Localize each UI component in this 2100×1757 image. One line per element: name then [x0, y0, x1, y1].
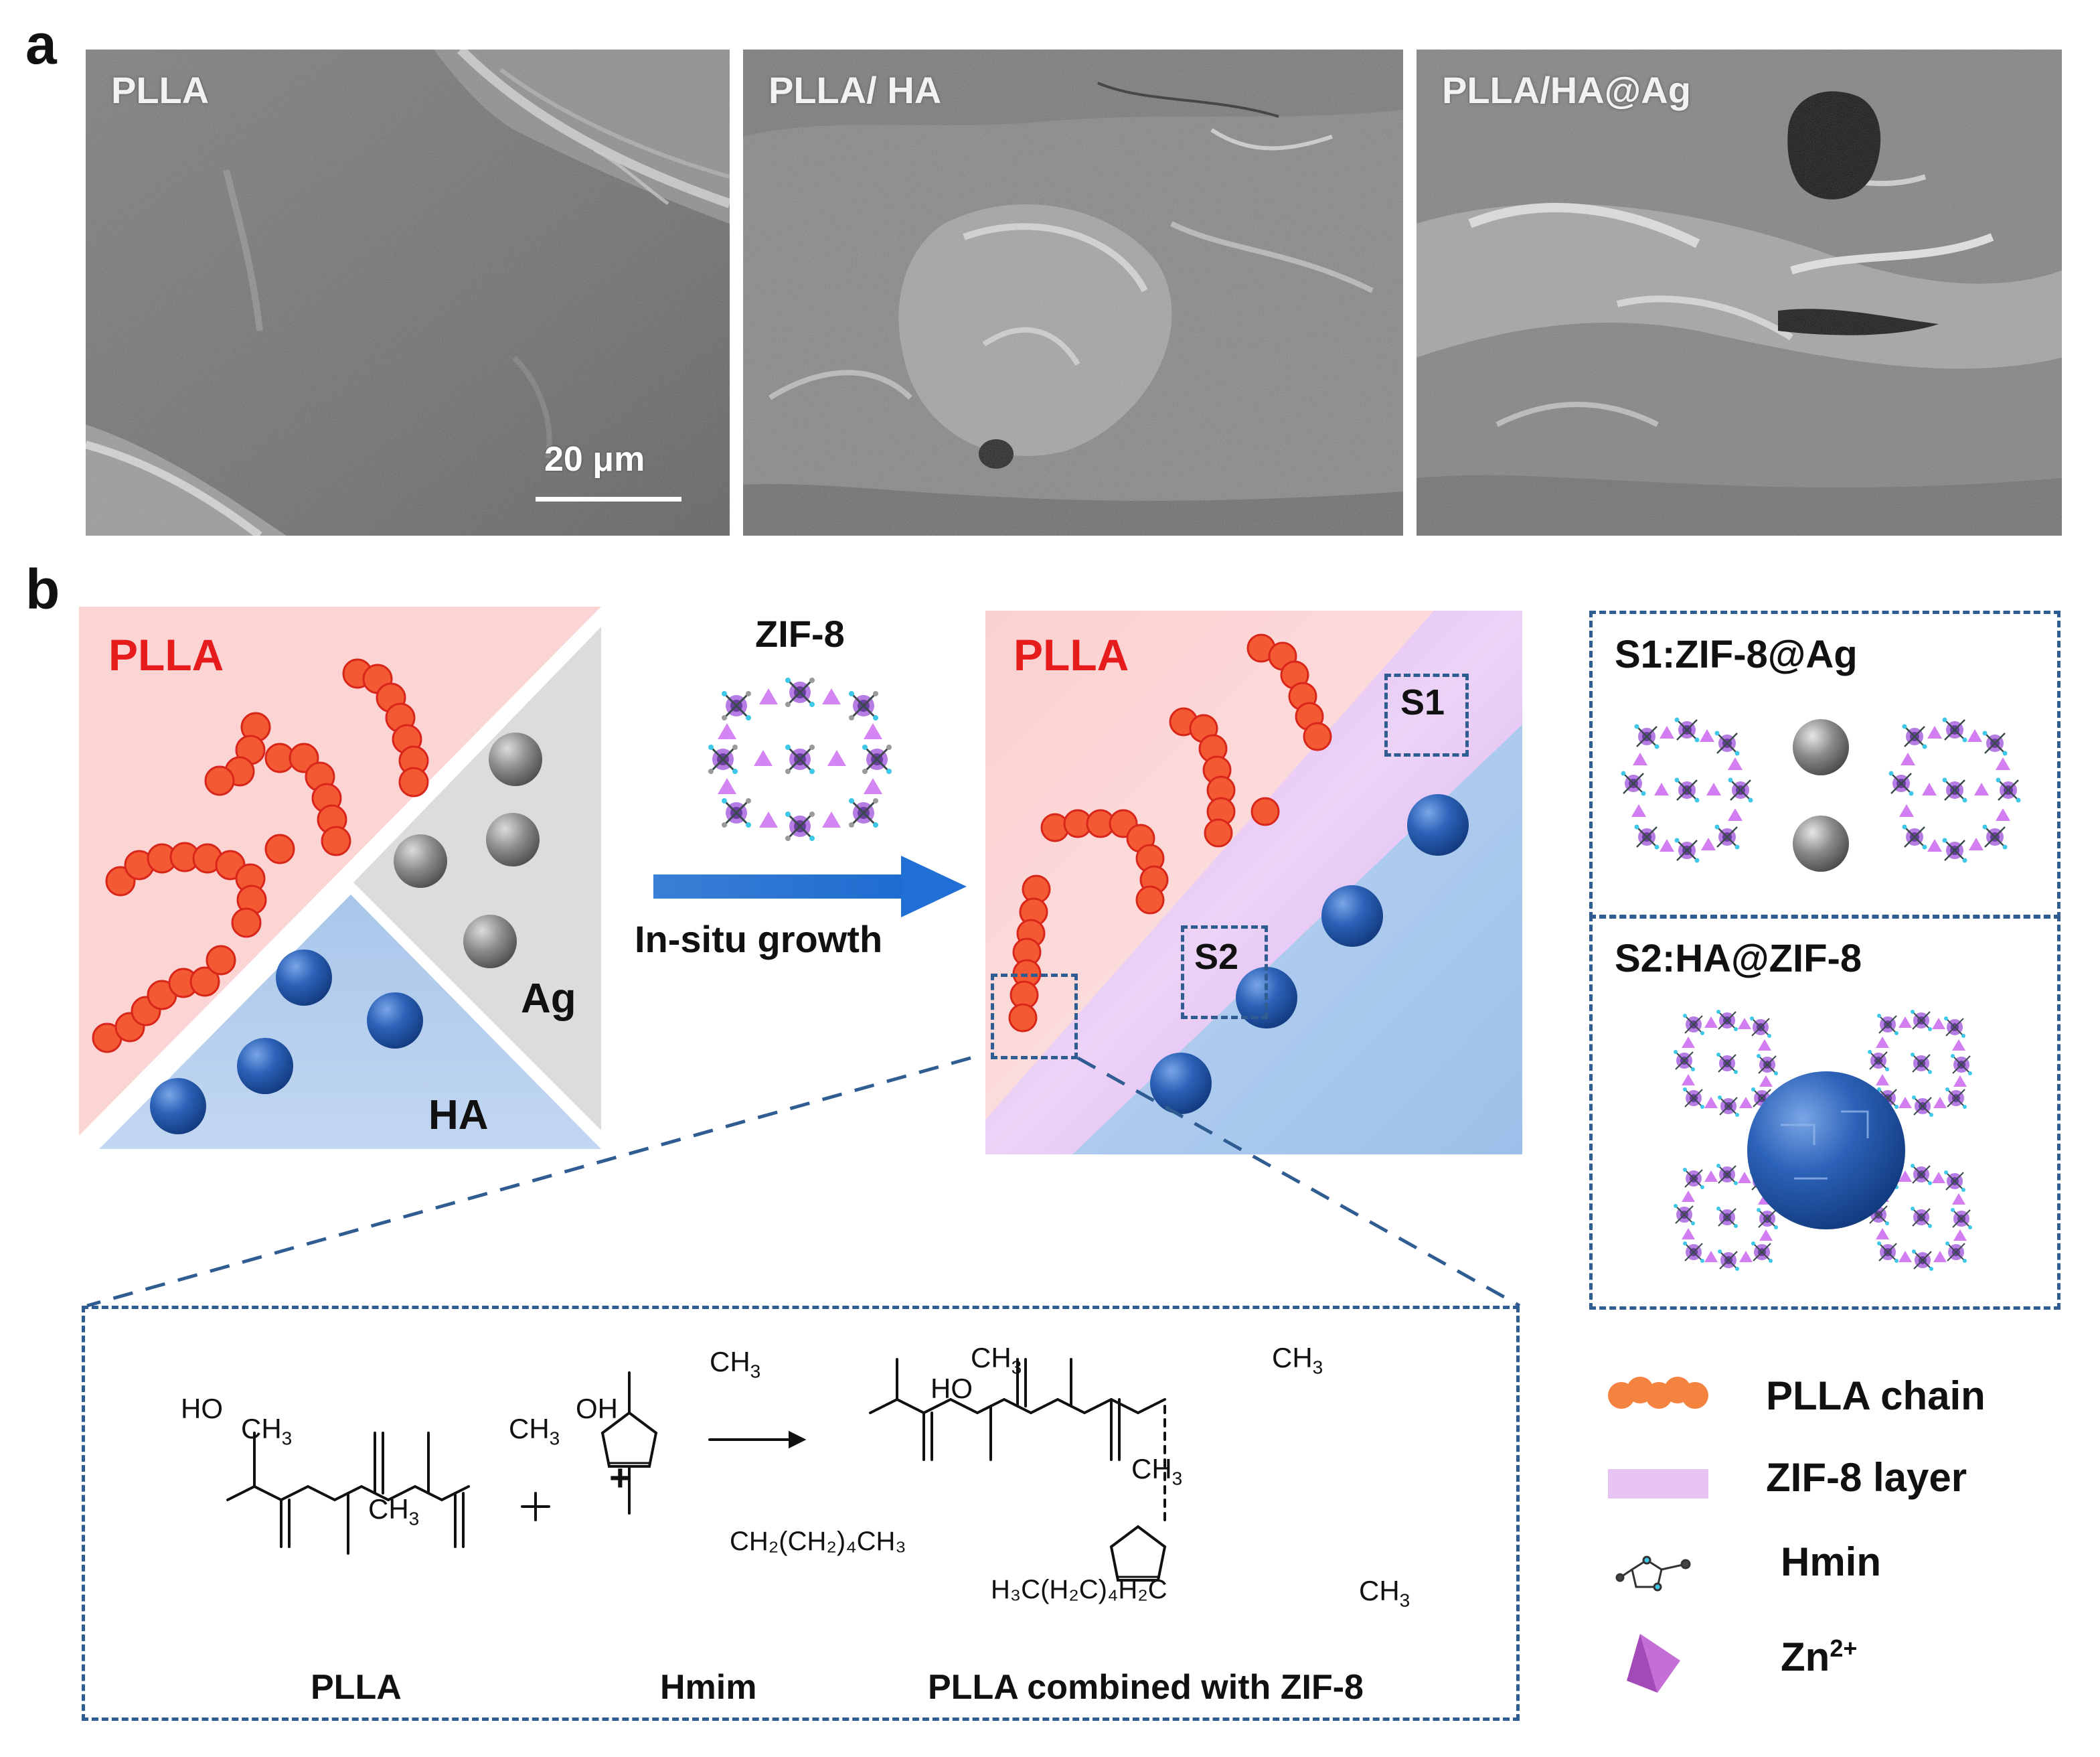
zif8-framework-icon — [707, 676, 893, 842]
chem-hexyl: CH₂(CH₂)₄CH₃ — [730, 1527, 906, 1556]
ha-nanoparticles — [150, 949, 423, 1134]
ha-triangle — [99, 895, 601, 1149]
reaction-box — [82, 1306, 1520, 1721]
s1-marker-box — [1384, 674, 1469, 757]
zoom-marker-box — [991, 974, 1078, 1059]
chem-oh-right: OH — [576, 1393, 618, 1424]
caption-plla: PLLA — [311, 1668, 402, 1707]
s2-inset-title: S2:HA@ZIF-8 — [1615, 937, 1862, 980]
right-plla-label: PLLA — [1014, 630, 1129, 680]
legend-plla-chain: PLLA chain — [1766, 1373, 1986, 1418]
violet-tetrahedron-icon — [1627, 1634, 1680, 1693]
panel-letter-a: a — [25, 13, 57, 76]
chem-ch3-7: CH3 — [1359, 1575, 1410, 1611]
s1-inset-title: S1:ZIF-8@Ag — [1615, 633, 1858, 676]
chem-ch3-6: CH3 — [1272, 1342, 1323, 1378]
sem-label-plla: PLLA — [111, 69, 210, 111]
s2-inset — [1589, 915, 2061, 1310]
sem-image-plla-ha-ag: PLLA/HA@Ag — [1417, 50, 2062, 536]
caption-product: PLLA combined with ZIF-8 — [928, 1668, 1364, 1707]
chem-ch3-1: CH3 — [241, 1413, 293, 1449]
chem-ch3-2: CH3 — [368, 1493, 420, 1529]
plla-chain-beads — [1008, 633, 1332, 1033]
pink-bar-icon — [1608, 1469, 1708, 1499]
sem-label-plla-ha-ag: PLLA/HA@Ag — [1442, 69, 1691, 111]
scale-bar — [536, 497, 681, 502]
zif8-label: ZIF-8 — [755, 613, 845, 655]
plla-chain-beads — [92, 658, 429, 1053]
imidazole-ring-icon — [1615, 1555, 1691, 1592]
ha-nanoparticles — [1150, 794, 1469, 1114]
ag-nanoparticles — [394, 733, 542, 968]
left-plla-label: PLLA — [108, 630, 224, 680]
s1-inset-graphic — [1600, 690, 2055, 872]
ag-label: Ag — [521, 976, 576, 1022]
sem-image-plla-ha: PLLA/ HA — [743, 50, 1403, 536]
legend-zif8-layer: ZIF-8 layer — [1766, 1455, 1967, 1500]
ha-label: HA — [428, 1092, 489, 1138]
s1-marker-label: S1 — [1400, 682, 1445, 722]
in-situ-growth-label: In-situ growth — [635, 918, 883, 960]
sem-image-plla: PLLA 20 μm — [86, 50, 730, 536]
s2-marker-box — [1181, 925, 1268, 1019]
zoom-lines — [86, 1056, 1521, 1308]
zif8-layer — [985, 611, 1522, 1154]
chem-ch3-5: CH3 — [1131, 1453, 1183, 1489]
chem-hexyl-left: H₃C(H₂C)₄H₂C — [991, 1575, 1167, 1604]
chem-ch3-4: CH3 — [971, 1342, 1022, 1378]
composite-scheme — [985, 611, 1522, 1154]
legend-zn: Zn2+ — [1781, 1634, 1858, 1679]
legend-hmin: Hmin — [1781, 1539, 1881, 1584]
orange-bead-chain-icon — [1608, 1377, 1708, 1409]
plla-triangle — [79, 607, 601, 1136]
chem-ch3-3: CH3 — [509, 1413, 560, 1449]
chem-hmim-ch3: CH3 — [710, 1346, 761, 1382]
reaction-scheme — [226, 1358, 1167, 1582]
s2-marker-label: S2 — [1194, 937, 1239, 977]
panel-letter-b: b — [25, 558, 60, 621]
chem-ho-left: HO — [181, 1393, 223, 1424]
legend-icons — [1608, 1377, 1708, 1693]
component-scheme — [79, 607, 601, 1149]
chem-plus: + — [609, 1456, 631, 1499]
chem-ho-product: HO — [931, 1373, 973, 1404]
caption-hmim: Hmim — [660, 1668, 757, 1707]
scale-bar-label: 20 μm — [544, 440, 645, 479]
s2-inset-graphic — [1653, 991, 2002, 1299]
growth-arrow — [653, 856, 967, 917]
sem-label-plla-ha: PLLA/ HA — [769, 69, 942, 111]
